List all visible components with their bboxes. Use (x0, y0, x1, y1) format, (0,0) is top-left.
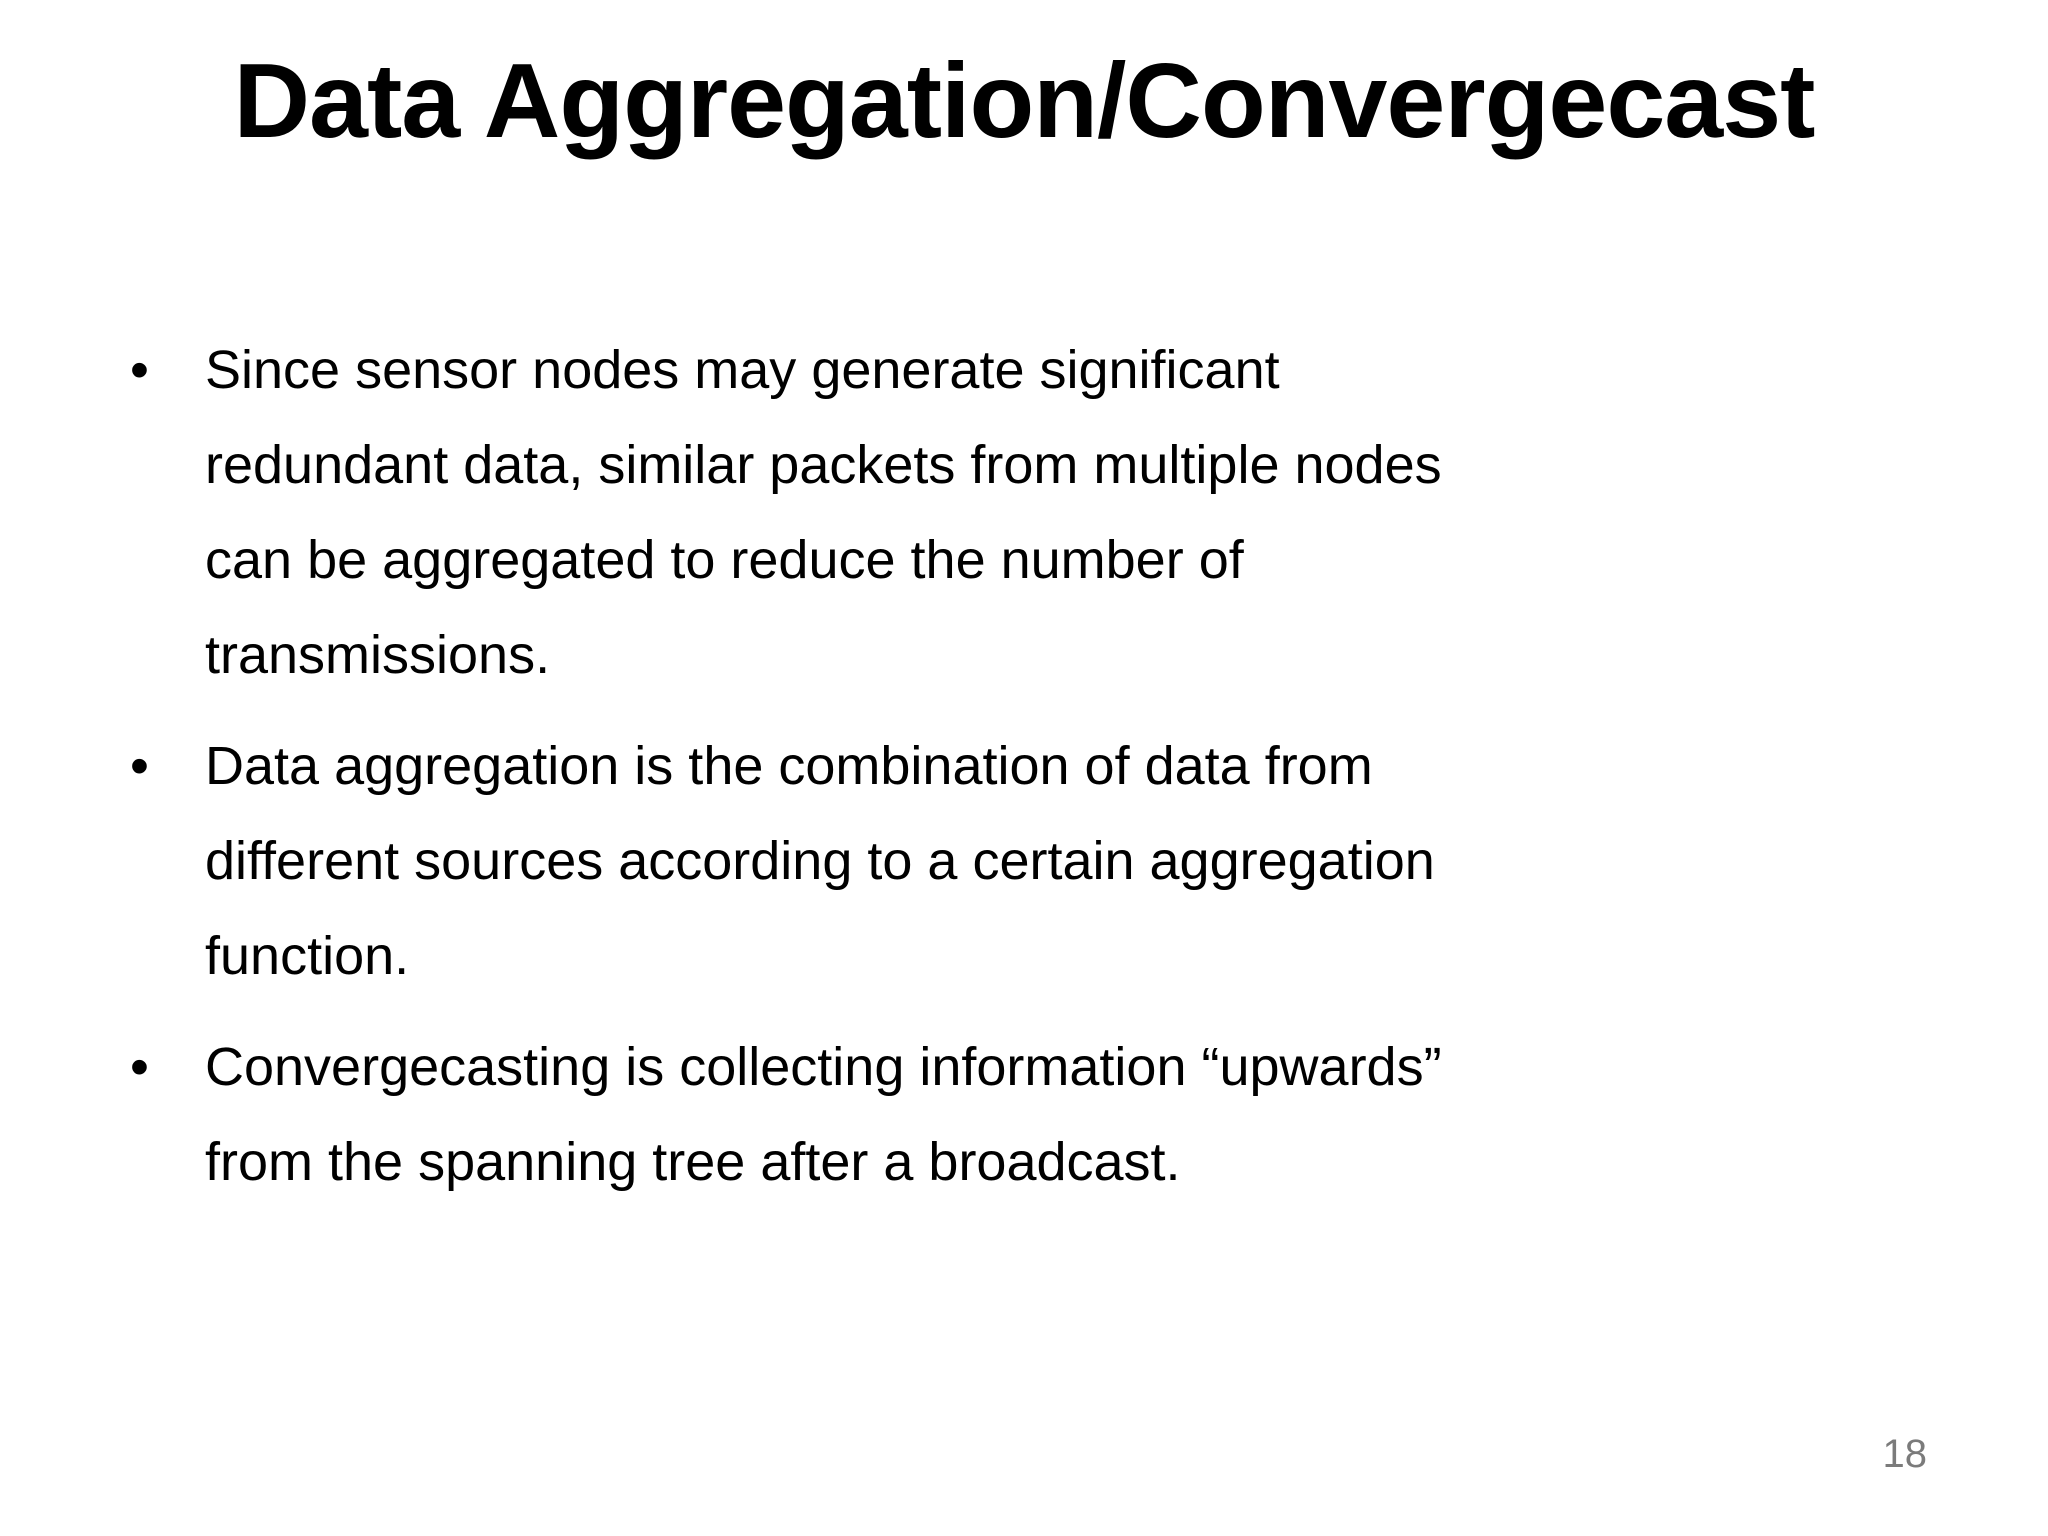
bullet-line: different sources according to a certain… (205, 831, 1435, 891)
page-number: 18 (1882, 1432, 1928, 1476)
bullet-line: Convergecasting is collecting informatio… (205, 1037, 1442, 1097)
bullet-line: Since sensor nodes may generate signific… (205, 340, 1280, 400)
bullet-list: • Since sensor nodes may generate signif… (130, 323, 1948, 1226)
bullet-item: • Since sensor nodes may generate signif… (130, 323, 1948, 703)
bullet-line: redundant data, similar packets from mul… (205, 435, 1442, 495)
bullet-text: Since sensor nodes may generate signific… (205, 323, 1948, 703)
bullet-line: Data aggregation is the combination of d… (205, 736, 1373, 796)
bullet-item: • Convergecasting is collecting informat… (130, 1020, 1948, 1210)
bullet-line: function. (205, 926, 410, 986)
bullet-line: transmissions. (205, 625, 551, 685)
bullet-line: can be aggregated to reduce the number o… (205, 530, 1244, 590)
bullet-item: • Data aggregation is the combination of… (130, 719, 1948, 1004)
bullet-marker: • (130, 340, 149, 400)
bullet-text: Convergecasting is collecting informatio… (205, 1020, 1948, 1210)
bullet-marker: • (130, 1037, 149, 1097)
bullet-text: Data aggregation is the combination of d… (205, 719, 1948, 1004)
bullet-line: from the spanning tree after a broadcast… (205, 1132, 1181, 1192)
slide-title: Data Aggregation/Convergecast (233, 42, 1816, 160)
bullet-marker: • (130, 736, 149, 796)
